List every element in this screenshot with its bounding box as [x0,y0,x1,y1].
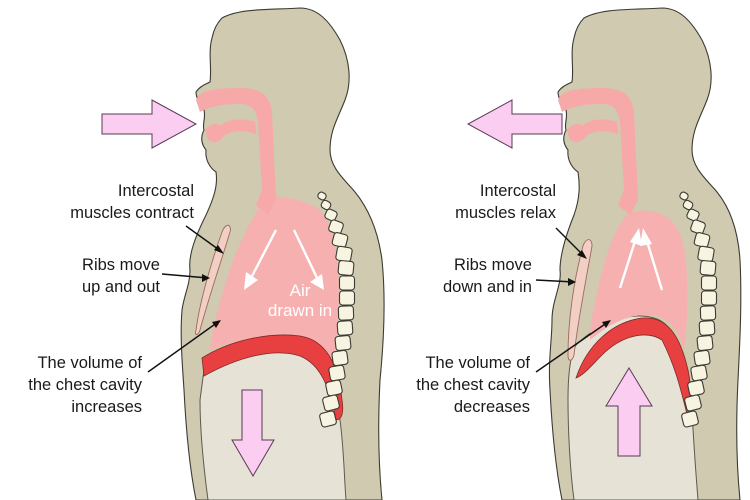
vertebra [334,335,352,351]
air-label-line1: Air [290,281,311,300]
intercostal-label-line2: muscles relax [455,204,557,222]
vertebra [328,364,346,382]
diaphragm-up-arrow [605,367,653,457]
vertebra [679,191,689,201]
chest-cavity [210,196,339,370]
intercostal-label-line1: Intercostal [118,182,194,200]
air-in-arrow [101,99,198,149]
vertebra [698,320,716,336]
vertebra [700,275,718,291]
diaphragm [201,334,344,421]
labels-right: Intercostal muscles relax Ribs move down… [416,182,611,416]
vertebra [699,305,717,321]
volume-label-line3: increases [71,398,142,416]
volume-label-line1: The volume of [37,354,142,372]
vertebra [336,320,354,336]
air-flow-arrows [244,229,324,290]
vertebra [328,219,344,235]
chest-cavity [590,210,688,350]
vertebra [682,199,694,211]
vertebra [693,232,711,248]
vertebra [699,260,717,276]
vertebra [696,335,714,351]
volume-label-line2: the chest cavity [416,376,530,394]
air-flow-arrows [618,228,664,291]
vertebra [700,290,718,306]
vertebra [337,260,355,276]
volume-label-line2: the chest cavity [28,376,142,394]
vertebra [337,305,355,321]
airway [196,88,276,215]
air-label-line2: drawn in [268,301,332,320]
vertebra [690,364,708,382]
air-out-arrow [466,99,563,149]
spine [679,191,718,428]
vertebra [686,208,700,222]
vertebra [697,245,715,263]
vertebra [322,394,340,412]
vertebra [319,410,337,428]
ribs-label-line1: Ribs move [82,256,160,274]
labels-left: Intercostal muscles contract Ribs move u… [28,182,224,416]
vertebra [338,290,356,306]
vertebra [338,275,356,291]
vertebra [687,379,705,397]
vertebra [317,191,327,201]
vertebra [681,410,699,428]
vertebra [331,349,349,367]
ribs-label-line2: up and out [82,278,160,296]
exhalation-panel [466,7,742,500]
inhalation-panel: Air drawn in Intercostal muscles contrac… [28,7,385,500]
vertebra [684,394,702,412]
spine [317,191,356,428]
vertebra [690,219,706,235]
mouth-cavity [205,119,256,143]
vertebra [693,349,711,367]
intercostal-label-line2: muscles contract [70,204,194,222]
vertebra [335,245,353,263]
mouth-cavity [567,119,618,143]
vertebra [331,232,349,248]
ribs-label-line2: down and in [443,278,532,296]
vertebra [320,199,332,211]
intercostal-label-line1: Intercostal [480,182,556,200]
volume-label-line1: The volume of [425,354,530,372]
ribs-label-line1: Ribs move [454,256,532,274]
volume-label-line3: decreases [454,398,530,416]
ribs [567,239,593,361]
vertebra [324,208,338,222]
diaphragm-down-arrow [231,389,275,477]
airway [558,88,638,215]
vertebra [325,379,343,397]
